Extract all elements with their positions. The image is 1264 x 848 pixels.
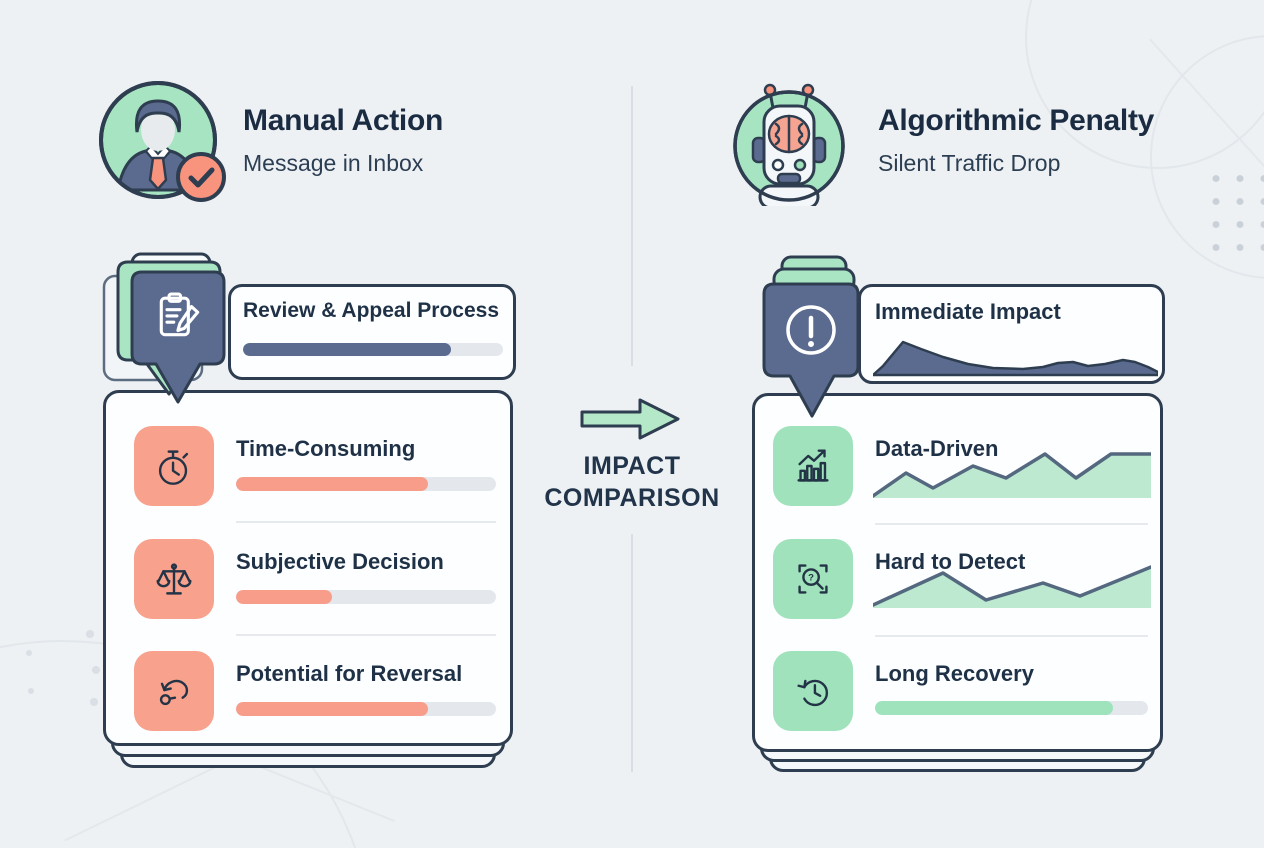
algorithmic-penalty-card: Data-Driven ? Hard to Detect (752, 393, 1163, 752)
bar-chart-trend-icon (797, 449, 829, 482)
alert-exclamation-icon (786, 305, 836, 355)
row-progress-track (236, 477, 496, 491)
hard-to-detect-chart (873, 565, 1151, 608)
row-progress-track (236, 590, 496, 604)
row-divider (236, 521, 496, 523)
row-divider (875, 635, 1148, 637)
row-progress-track (236, 702, 496, 716)
scales-tile (134, 539, 214, 619)
row-divider (236, 634, 496, 636)
row-progress-fill (236, 590, 333, 604)
row-label: Potential for Reversal (236, 661, 463, 686)
right-feature-card: Immediate Impact (858, 284, 1165, 384)
left-header-title: Manual Action (243, 104, 443, 137)
deco-dot-grid (1204, 167, 1264, 259)
deco-dot (28, 688, 34, 694)
row-label: Subjective Decision (236, 549, 444, 574)
algorithmic-penalty-avatar (726, 80, 852, 210)
scales-icon (156, 563, 192, 595)
comparison-line: COMPARISON (544, 484, 720, 512)
data-driven-chart (873, 452, 1151, 498)
row-progress-fill (875, 701, 1113, 715)
svg-text:?: ? (808, 572, 814, 583)
bar-chart-tile (773, 426, 853, 506)
row-progress-track (875, 701, 1148, 715)
immediate-impact-chart (873, 340, 1158, 377)
right-arrow-icon (580, 398, 680, 440)
undo-arrow-tile (134, 651, 214, 731)
history-clock-icon (797, 679, 829, 707)
right-header-title: Algorithmic Penalty (878, 104, 1155, 137)
deco-dot (90, 698, 98, 706)
impact-comparison-label: IMPACT COMPARISON (537, 450, 727, 514)
stopwatch-icon (158, 450, 189, 485)
deco-dot (26, 650, 32, 656)
row-label: Hard to Detect (875, 549, 1026, 574)
left-feature-progress-fill (243, 343, 451, 356)
scan-search-tile: ? (773, 539, 853, 619)
robot-brain-icon (733, 83, 845, 210)
history-clock-tile (773, 651, 853, 731)
clipboard-pencil-icon (159, 292, 200, 337)
row-label: Data-Driven (875, 436, 999, 461)
left-header-subtitle: Message in Inbox (243, 150, 424, 176)
center-divider-top (631, 86, 633, 366)
row-divider (875, 523, 1148, 525)
row-label: Long Recovery (875, 661, 1034, 686)
row-label: Time-Consuming (236, 436, 416, 461)
stopwatch-tile (134, 426, 214, 506)
deco-dot (92, 666, 100, 674)
manual-action-avatar (96, 78, 226, 202)
left-feature-card: Review & Appeal Process (228, 284, 516, 380)
center-divider-bottom (631, 534, 633, 772)
deco-dot (86, 630, 94, 638)
right-header-subtitle: Silent Traffic Drop (878, 150, 1061, 176)
left-pin-badge (102, 252, 226, 404)
row-progress-fill (236, 477, 429, 491)
left-feature-label: Review & Appeal Process (243, 299, 499, 322)
check-badge-icon (176, 152, 226, 202)
scan-search-question-icon: ? (798, 564, 828, 594)
undo-arrow-icon (159, 679, 189, 706)
manual-action-card: Time-Consuming Subjective Decision (103, 390, 513, 746)
left-feature-progress-track (243, 343, 503, 356)
row-progress-fill (236, 702, 429, 716)
right-pin-badge (762, 255, 860, 418)
right-feature-label: Immediate Impact (875, 299, 1061, 324)
impact-line: IMPACT (583, 452, 681, 480)
